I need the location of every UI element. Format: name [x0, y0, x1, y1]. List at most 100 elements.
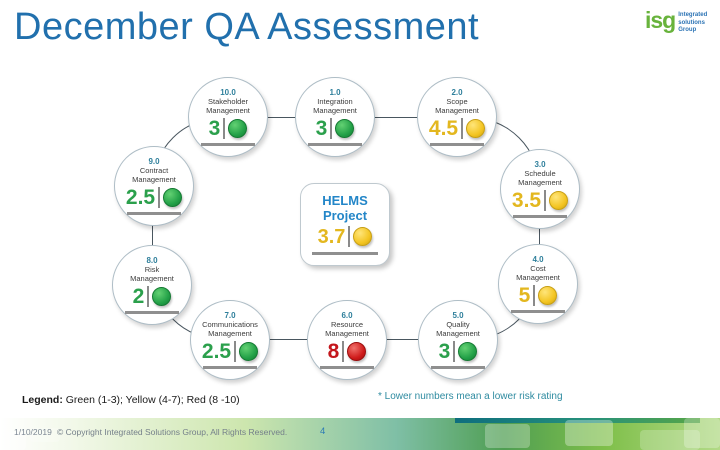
diagram-node-contract: 9.0 Contract Management 2.5 [114, 146, 194, 226]
company-logo: isg Integrated solutions Group [645, 9, 707, 35]
score-underline [125, 311, 179, 314]
node-name-line2: Management [325, 329, 369, 338]
score-underline [511, 310, 565, 313]
node-score: 4.5 [428, 116, 459, 140]
node-score: 2.5 [125, 185, 156, 209]
node-number: 7.0 [224, 311, 236, 320]
node-number: 2.0 [451, 88, 463, 97]
node-score-row: 2.5 [125, 185, 183, 209]
status-dot [239, 341, 259, 361]
status-dot [335, 118, 355, 138]
node-name-line2: Management [206, 106, 250, 115]
score-separator [158, 186, 161, 208]
node-number: 8.0 [146, 256, 158, 265]
project-score-row: 3.7 [318, 225, 373, 249]
diagram-node-stakeholder: 10.0 Stakeholder Management 3 [188, 77, 268, 157]
status-dot [152, 286, 172, 306]
diagram-node-risk: 8.0 Risk Management 2 [112, 245, 192, 325]
node-score-row: 4.5 [428, 116, 486, 140]
score-separator [234, 340, 237, 362]
node-name-line1: Scope [446, 97, 468, 106]
node-name-line2: Management [435, 106, 479, 115]
node-number: 9.0 [148, 157, 160, 166]
node-number: 5.0 [452, 311, 464, 320]
node-score-row: 2 [133, 284, 172, 308]
node-number: 3.0 [534, 160, 546, 169]
logo-text: Integrated solutions Group [678, 12, 707, 35]
node-name-line1: Integration [317, 97, 353, 106]
page-title: December QA Assessment [14, 6, 480, 48]
footer-band: 1/10/2019 © Copyright Integrated Solutio… [0, 418, 720, 450]
node-score: 5 [518, 283, 531, 307]
node-score: 2 [132, 284, 145, 308]
footer-tile [485, 424, 530, 448]
node-name-line1: Cost [530, 264, 546, 273]
status-dot [549, 190, 569, 210]
slide-number: 4 [320, 426, 326, 437]
node-score-row: 3 [316, 116, 355, 140]
score-underline [203, 366, 257, 369]
node-number: 10.0 [220, 88, 236, 97]
node-score-row: 3.5 [511, 188, 569, 212]
risk-rating-note: * Lower numbers mean a lower risk rating [378, 391, 563, 402]
node-score-row: 3 [439, 339, 478, 363]
footer-tile [565, 420, 613, 446]
score-underline [513, 215, 567, 218]
footer-tile [30, 428, 60, 442]
node-name-line2: Management [436, 329, 480, 338]
footer-tile [640, 430, 700, 450]
node-name-line2: Management [130, 274, 174, 283]
node-score: 2.5 [201, 339, 232, 363]
node-name-line1: Resource [330, 320, 364, 329]
project-name-line1: HELMS [322, 193, 368, 209]
score-separator [223, 117, 226, 139]
score-separator [544, 189, 547, 211]
node-score: 8 [327, 339, 340, 363]
footer-copyright: © Copyright Integrated Solutions Group, … [57, 427, 288, 437]
logo-text-line1: Integrated [678, 12, 708, 18]
project-score: 3.7 [317, 225, 346, 248]
status-dot [353, 227, 373, 247]
status-dot [163, 187, 183, 207]
node-name-line1: Risk [144, 265, 160, 274]
node-name-line2: Management [313, 106, 357, 115]
node-name-line1: Contract [139, 166, 169, 175]
node-score-row: 2.5 [201, 339, 259, 363]
diagram-node-scope: 2.0 Scope Management 4.5 [417, 77, 497, 157]
node-number: 1.0 [329, 88, 341, 97]
score-separator [147, 285, 150, 307]
diagram-node-cost: 4.0 Cost Management 5 [498, 244, 578, 324]
node-score: 3 [315, 116, 328, 140]
node-name-line2: Management [518, 178, 562, 187]
node-name-line1: Quality [446, 320, 470, 329]
node-name-line1: Stakeholder [207, 97, 249, 106]
footer-tile [684, 418, 720, 448]
status-dot [466, 118, 486, 138]
diagram-node-resource: 6.0 Resource Management 8 [307, 300, 387, 380]
status-dot [228, 118, 248, 138]
score-underline [430, 143, 484, 146]
score-separator [342, 340, 345, 362]
score-separator [533, 284, 536, 306]
node-score-row: 8 [328, 339, 367, 363]
node-score: 3.5 [511, 188, 542, 212]
score-separator [453, 340, 456, 362]
footer-tile [0, 432, 26, 450]
node-score: 3 [208, 116, 221, 140]
footer-date: 1/10/2019 [14, 427, 52, 437]
node-name-line1: Communications [202, 320, 258, 329]
node-score-row: 3 [209, 116, 248, 140]
diagram-node-quality: 5.0 Quality Management 3 [418, 300, 498, 380]
logo-text-line2: solutions [678, 19, 705, 26]
node-name-line2: Management [516, 273, 560, 282]
status-dot [538, 285, 558, 305]
status-dot [458, 341, 478, 361]
legend-label: Legend: [22, 394, 63, 406]
score-underline [431, 366, 485, 369]
node-number: 4.0 [532, 255, 544, 264]
node-number: 6.0 [341, 311, 353, 320]
score-underline [127, 212, 181, 215]
diagram-center-project: HELMS Project 3.7 [300, 183, 390, 266]
score-separator [461, 117, 464, 139]
